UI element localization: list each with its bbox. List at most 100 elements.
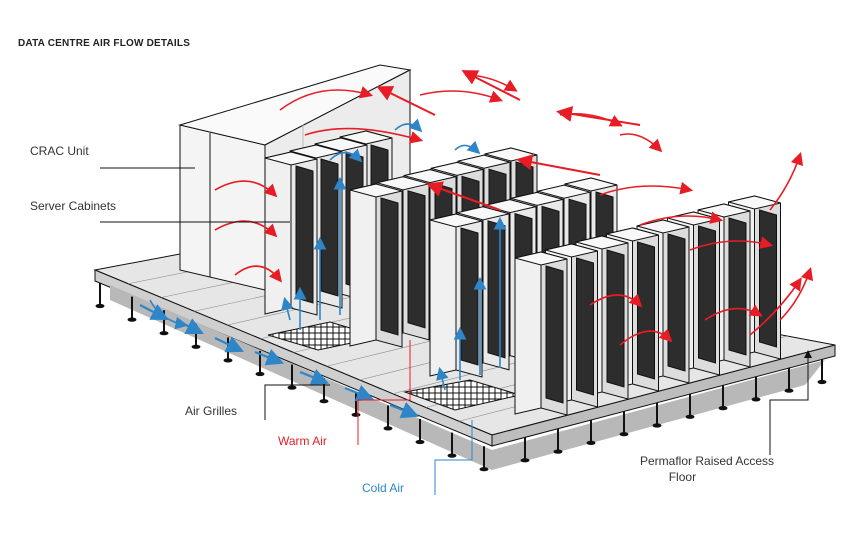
warm-air-arrow — [589, 293, 643, 308]
warm-air-arrow — [304, 127, 424, 144]
warm-air-arrow — [749, 277, 802, 336]
cold-air-arrow — [281, 296, 294, 321]
cold-air-arrow — [344, 384, 375, 402]
pedestal-foot — [383, 426, 393, 431]
floor-leader — [769, 352, 809, 455]
cabinet-top — [636, 219, 690, 234]
pedestal-foot — [619, 432, 629, 437]
cabinet-top — [339, 130, 393, 145]
crac-unit-label: CRAC Unit — [30, 144, 89, 158]
warm-air-arrow — [234, 265, 283, 283]
cabinet-door — [545, 265, 564, 404]
warm-air-arrow — [599, 181, 694, 196]
cold-air-arrow — [454, 140, 481, 155]
warm-air-arrow — [639, 211, 724, 226]
leader-lines — [100, 167, 812, 495]
pedestal-foot — [553, 449, 563, 454]
cabinet-door — [380, 197, 399, 336]
cabinet-top — [545, 243, 598, 258]
warm-air-arrow — [426, 181, 501, 211]
pedestal-foot — [520, 458, 530, 463]
pedestal-foot — [287, 385, 297, 390]
warm-air-arrow — [376, 86, 436, 116]
warm-air-arrow — [769, 151, 804, 211]
floor-edge-right — [491, 344, 836, 447]
server-cabinet-rows — [264, 130, 781, 416]
pedestal-foot — [319, 399, 329, 404]
pedestal-foot — [191, 344, 201, 349]
cabinet-door — [728, 217, 747, 356]
warm-air-arrow — [419, 90, 503, 103]
cabinet-top — [606, 227, 659, 242]
raised-floor-label-line2: Floor — [668, 470, 697, 484]
server-cabinet — [429, 213, 483, 378]
cabinet-door — [460, 227, 479, 366]
cold-air-leader — [434, 420, 473, 495]
cabinet-top — [510, 191, 564, 206]
server-cabinets-label: Server Cabinets — [30, 199, 117, 213]
warm-air-arrow — [516, 154, 601, 176]
cold-air-arrow — [254, 348, 285, 366]
cabinet-top — [314, 137, 368, 152]
cabinet-top — [564, 177, 618, 192]
pedestal-foot — [127, 317, 137, 322]
cold-air-arrow — [299, 368, 330, 386]
warm-air-arrow — [279, 86, 374, 111]
cabinet-top — [514, 251, 568, 266]
warm-air-arrow — [619, 328, 673, 346]
warm-air-arrow — [704, 304, 763, 321]
cabinet-door — [759, 209, 777, 348]
pedestal-foot — [817, 379, 827, 385]
cabinet-front — [349, 183, 377, 347]
cabinet-top — [430, 161, 484, 176]
cold-air-arrows — [139, 118, 507, 419]
warm-air-arrow — [461, 70, 521, 101]
server-cabinet — [514, 251, 568, 416]
warm-air-arrows — [214, 70, 814, 346]
cabinet-top — [537, 184, 591, 199]
pedestal-foot — [415, 439, 425, 445]
warm-air-label: Warm Air — [278, 434, 327, 448]
pedestal-foot — [685, 414, 695, 419]
pedestal-foot — [255, 371, 265, 377]
cabinet-door — [698, 225, 716, 364]
pedestal-foot — [479, 467, 489, 472]
raised-floor-label: Permaflor Raised Access Floor — [640, 453, 774, 485]
cabinet-top — [403, 169, 457, 184]
pedestal-foot — [223, 358, 233, 363]
cold-air-label: Cold Air — [362, 481, 405, 495]
cabinet-door — [407, 190, 426, 329]
cabinet-door — [320, 158, 339, 297]
cold-air-arrow — [214, 336, 244, 353]
warm-air-leader — [357, 340, 411, 445]
cabinet-door — [606, 249, 625, 388]
cabinet-door — [637, 241, 655, 380]
pedestal-foot — [351, 412, 361, 417]
warm-air-arrow — [556, 106, 641, 126]
cold-air-arrow — [149, 299, 189, 330]
cabinet-door — [295, 165, 314, 304]
cabinet-front — [514, 251, 542, 415]
pedestal-foot — [447, 453, 457, 458]
cabinet-door — [576, 257, 594, 396]
warm-air-arrow — [779, 266, 814, 321]
cabinet-top — [483, 199, 537, 214]
warm-air-arrow — [464, 74, 518, 92]
crac-unit-front — [179, 124, 266, 291]
pedestal-foot — [751, 397, 761, 402]
cabinet-top — [728, 195, 781, 210]
pedestal-foot — [159, 331, 169, 336]
cabinet-top — [457, 154, 511, 169]
raised-floor-label-line1: Permaflor Raised Access — [640, 454, 775, 468]
pedestal-foot — [586, 440, 596, 445]
warm-air-arrow — [214, 180, 278, 198]
warm-air-arrow — [214, 220, 278, 238]
cold-air-arrow — [436, 366, 449, 391]
cabinet-top — [575, 235, 629, 250]
warm-air-arrow — [619, 133, 663, 153]
cabinet-door — [667, 233, 686, 372]
diagram-title: DATA CENTRE AIR FLOW DETAILS — [18, 38, 191, 49]
pedestal-foot — [784, 388, 794, 393]
